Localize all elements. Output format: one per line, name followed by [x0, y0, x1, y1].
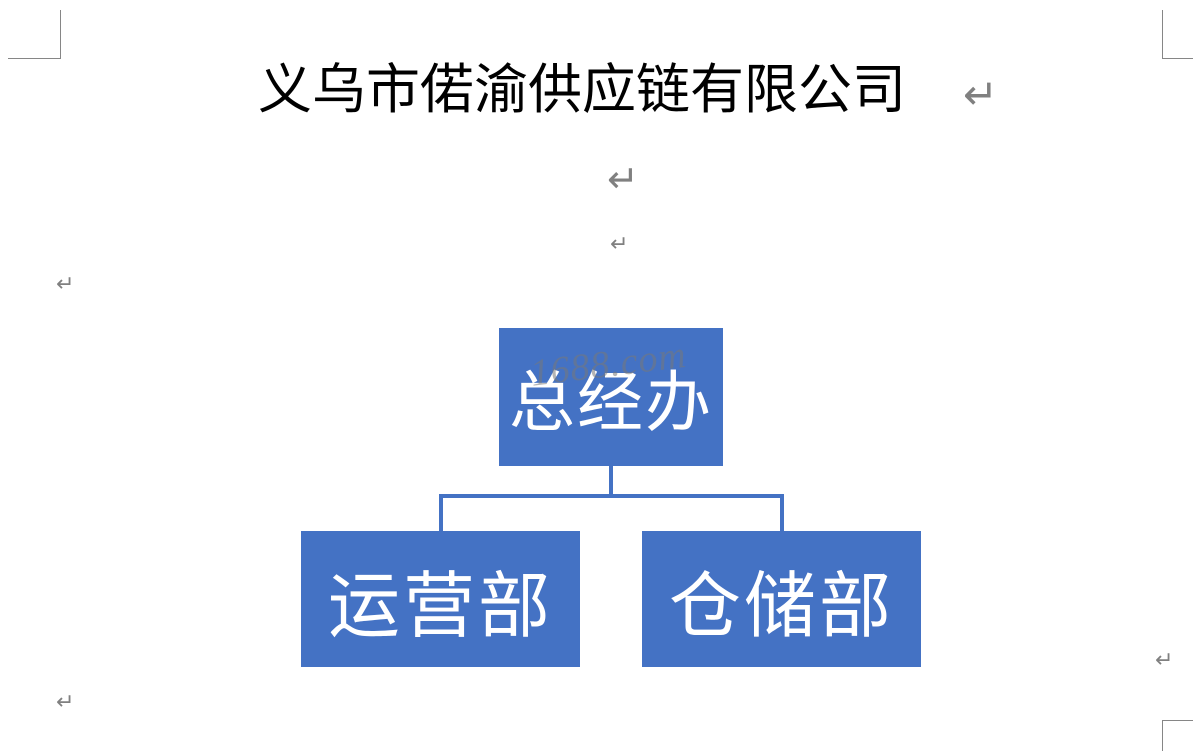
org-box-operations[interactable]: 运营部	[301, 531, 580, 667]
connector-root-stem	[609, 466, 613, 498]
document-title: 义乌市偌渝供应链有限公司	[258, 58, 906, 121]
paragraph-mark-icon-center-1: ↵	[607, 157, 639, 201]
connector-drop-right	[780, 494, 784, 532]
paragraph-mark-icon-left-1: ↵	[56, 272, 75, 297]
paragraph-mark-icon-center-2: ↵	[610, 232, 629, 257]
org-box-root[interactable]: 总经办	[499, 328, 723, 466]
paragraph-mark-icon-title: ↵	[963, 70, 999, 119]
paragraph-mark-icon-left-2: ↵	[56, 690, 75, 715]
paragraph-mark-icon-right-1: ↵	[1155, 648, 1174, 673]
connector-horizontal-bar	[439, 494, 784, 498]
org-box-warehouse[interactable]: 仓储部	[642, 531, 921, 667]
connector-drop-left	[439, 494, 443, 532]
